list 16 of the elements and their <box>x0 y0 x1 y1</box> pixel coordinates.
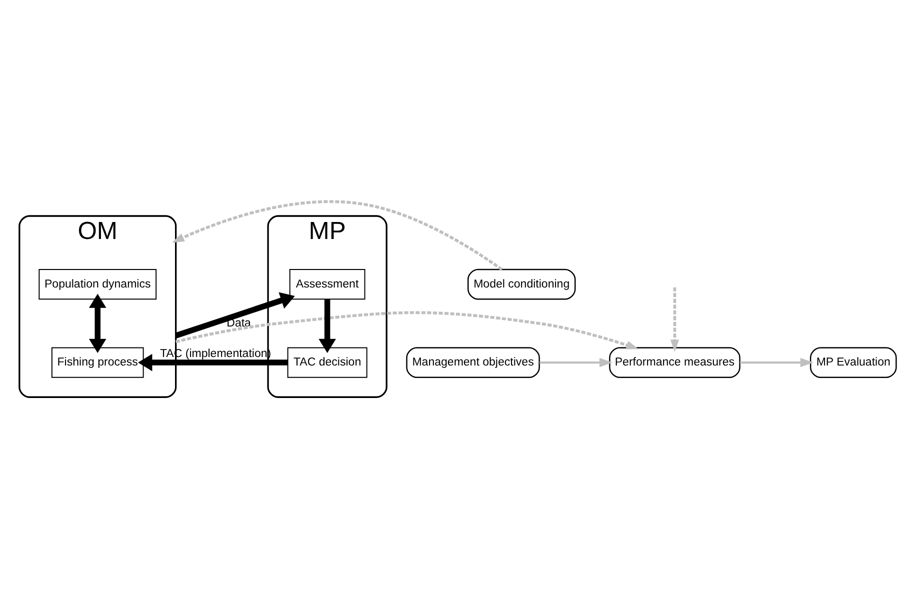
node-box: Fishing process <box>51 346 144 378</box>
node-box: MP Evaluation <box>810 346 897 378</box>
arrow <box>174 292 295 338</box>
arrow <box>670 286 680 352</box>
node-box: Performance measures <box>609 346 740 378</box>
node-box: Management objectives <box>406 346 540 378</box>
arrow <box>740 357 814 367</box>
arrow <box>540 357 613 367</box>
node-box: Population dynamics <box>38 268 157 300</box>
node-box: TAC decision <box>287 346 368 378</box>
arrow <box>88 293 106 353</box>
node-box: Model conditioning <box>467 268 576 300</box>
arrow <box>318 298 336 353</box>
node-box: Assessment <box>289 268 366 300</box>
arrow <box>172 200 503 270</box>
arrow <box>176 310 639 349</box>
